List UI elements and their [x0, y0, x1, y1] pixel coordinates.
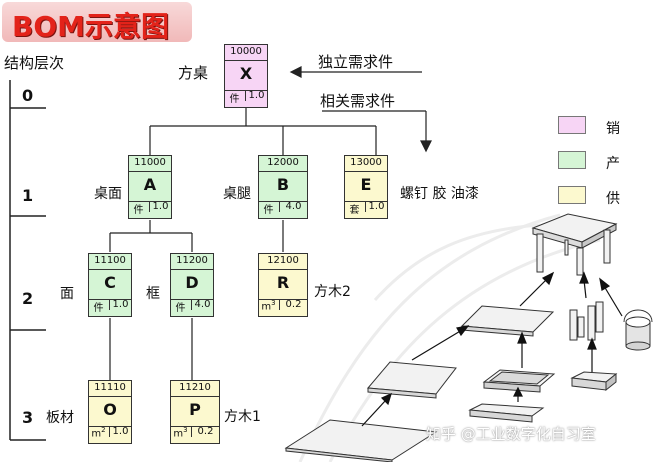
glue-can — [623, 309, 653, 351]
annotation-arrows — [289, 66, 432, 153]
node-code: 11000 — [134, 157, 166, 168]
bom-node-d: 11200 D 件 4.0 — [170, 253, 214, 317]
bom-node-p: 11210 P m3 0.2 — [170, 380, 220, 444]
level-axis — [9, 80, 46, 441]
parts-illustration — [284, 213, 653, 462]
bom-node-b: 12000 B 件 4.0 — [258, 155, 308, 219]
node-unit: 件 — [263, 205, 274, 216]
dependent-demand-label: 相关需求件 — [320, 92, 396, 110]
node-letter: B — [276, 175, 290, 194]
node-letter: X — [239, 64, 253, 83]
node-name-p: 方木1 — [224, 409, 261, 425]
node-quantity: 1.0 — [149, 201, 171, 212]
bom-node-o: 11110 O m2 1.0 — [88, 380, 132, 444]
bom-connectors — [109, 108, 377, 380]
node-letter: R — [276, 273, 290, 292]
node-letter: E — [360, 175, 372, 194]
node-letter-cell: D — [171, 269, 213, 300]
node-code: 11110 — [94, 382, 126, 393]
node-letter-cell: C — [89, 269, 131, 300]
level-label-1: 1 — [22, 186, 34, 205]
raw-board — [284, 419, 438, 461]
node-name-x: 方桌 — [178, 64, 209, 82]
table-illustration — [531, 213, 618, 276]
legend-label-supply: 供 — [606, 191, 620, 207]
node-unit: m3 — [261, 299, 276, 313]
node-quantity: 0.2 — [191, 426, 219, 437]
node-name-d: 框 — [146, 286, 160, 302]
page-title: BOM示意图 — [12, 10, 170, 43]
node-name-a: 桌面 — [94, 186, 122, 202]
node-code: 11100 — [94, 255, 126, 266]
node-code: 12000 — [267, 157, 299, 168]
node-letter: A — [143, 175, 157, 194]
node-letter-cell: E — [345, 171, 387, 202]
node-letter-cell: A — [129, 171, 171, 202]
legend-swatch-sales — [558, 116, 586, 134]
node-name-e: 螺钉 胶 油漆 — [400, 186, 479, 202]
node-unit: 件 — [175, 303, 186, 314]
node-quantity: 0.2 — [279, 299, 307, 310]
node-name-b: 桌腿 — [223, 186, 251, 202]
node-letter-cell: R — [259, 269, 307, 300]
legend-label-sales: 销 — [606, 121, 620, 137]
title-banner: BOM示意图 — [2, 2, 192, 43]
node-letter-cell: X — [225, 60, 267, 91]
bom-node-x: 10000 X 件 1.0 — [224, 44, 268, 108]
hierarchy-heading: 结构层次 — [4, 54, 65, 72]
bom-node-c: 11100 C 件 1.0 — [88, 253, 132, 317]
node-unit: 件 — [229, 94, 240, 105]
node-letter: P — [189, 400, 201, 419]
legend-label-production: 产 — [606, 156, 620, 172]
node-code: 13000 — [350, 157, 382, 168]
legend-swatch-production — [558, 151, 586, 169]
node-letter: C — [104, 273, 116, 292]
node-letter: D — [185, 273, 199, 292]
node-letter-cell: P — [171, 396, 219, 427]
node-quantity: 1.0 — [109, 426, 131, 437]
node-name-c: 面 — [60, 286, 74, 302]
node-code: 11200 — [176, 255, 208, 266]
node-quantity: 1.0 — [109, 299, 131, 310]
node-quantity: 4.0 — [279, 201, 307, 212]
node-name-r: 方木2 — [314, 284, 351, 300]
node-letter-cell: B — [259, 171, 307, 202]
node-code: 10000 — [230, 46, 262, 57]
node-quantity: 1.0 — [245, 90, 267, 101]
independent-demand-label: 独立需求件 — [318, 53, 394, 71]
node-code: 12100 — [267, 255, 299, 266]
node-letter-cell: O — [89, 396, 131, 427]
assembly-arrows — [361, 271, 623, 427]
node-quantity: 1.0 — [365, 201, 387, 212]
level-label-0: 0 — [22, 86, 34, 105]
background-swoosh — [298, 213, 601, 462]
node-unit: m2 — [91, 426, 106, 440]
node-name-o: 板材 — [46, 410, 74, 426]
node-unit: m3 — [173, 426, 188, 440]
node-unit: 套 — [349, 205, 360, 216]
legs-illustration — [569, 301, 604, 341]
node-unit: 件 — [133, 205, 144, 216]
bom-node-r: 12100 R m3 0.2 — [258, 253, 308, 317]
level-label-2: 2 — [22, 289, 34, 308]
node-code: 11210 — [179, 382, 211, 393]
bom-node-a: 11000 A 件 1.0 — [128, 155, 172, 219]
bom-node-e: 13000 E 套 1.0 — [344, 155, 388, 219]
node-quantity: 4.0 — [191, 299, 213, 310]
node-letter: O — [103, 400, 117, 419]
node-unit: 件 — [93, 303, 104, 314]
legend-swatch-supply — [558, 186, 586, 204]
watermark: 知乎 @工业数字化自习室 — [426, 425, 596, 443]
level-label-3: 3 — [22, 408, 34, 427]
